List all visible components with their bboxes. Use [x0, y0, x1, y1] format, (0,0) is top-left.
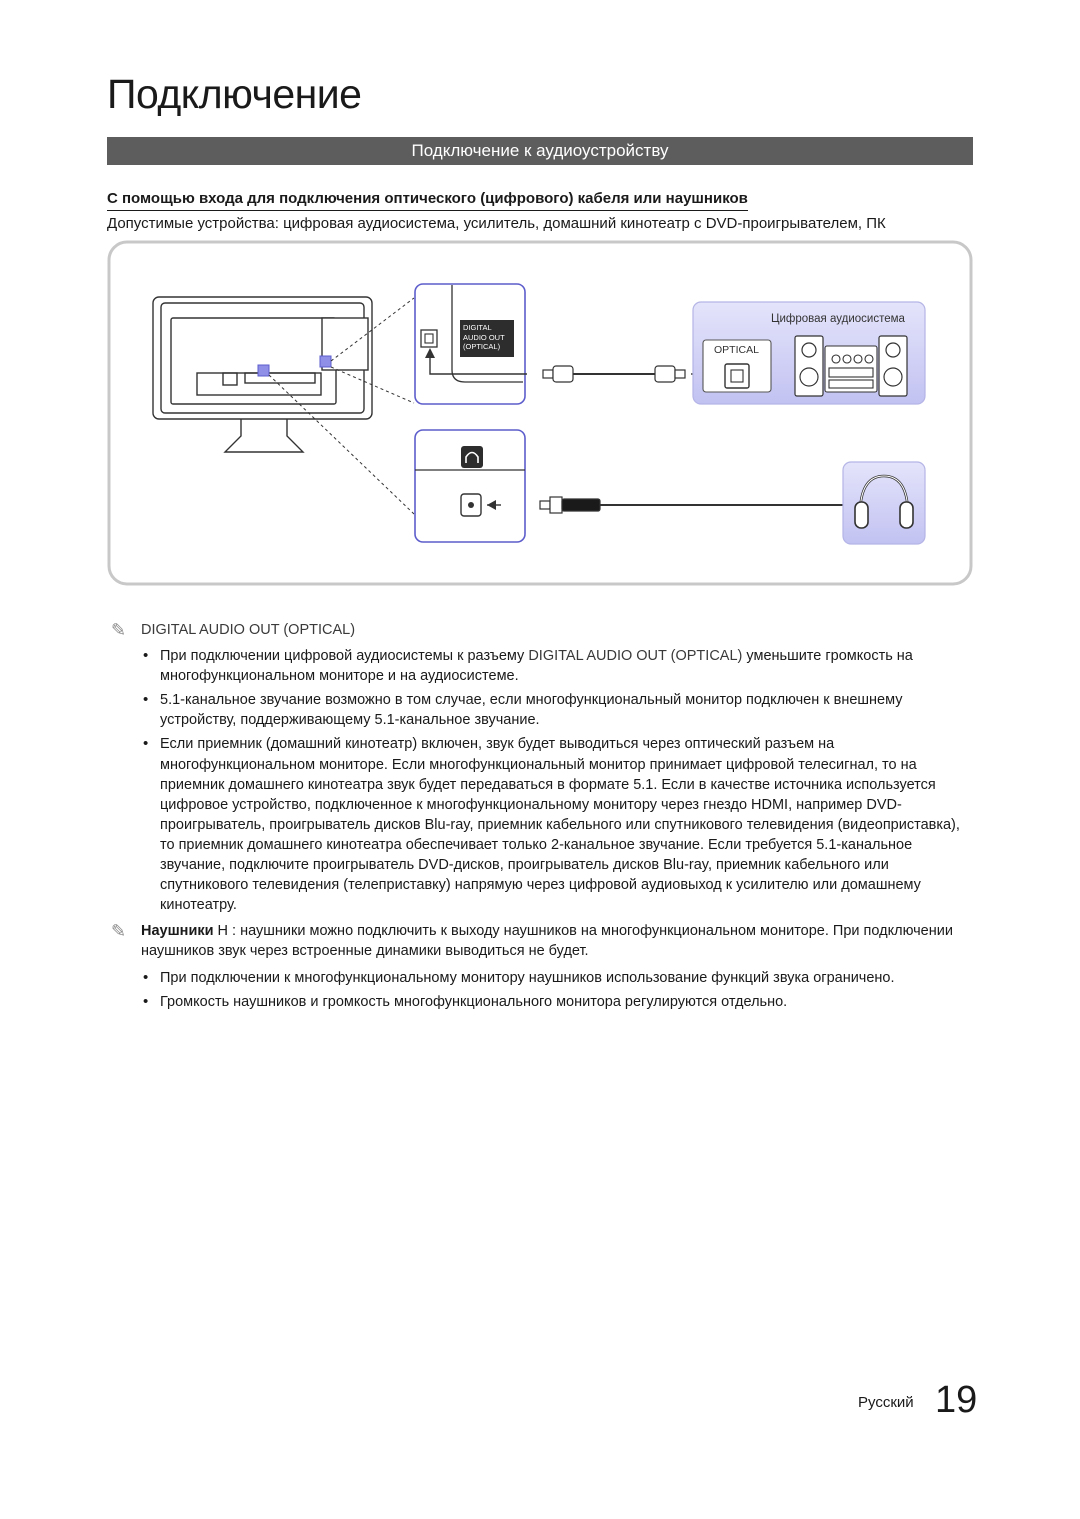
- headphones-icon: [854, 474, 914, 529]
- connection-diagram-drawing: [107, 240, 973, 586]
- page-title: Подключение: [107, 71, 362, 117]
- optical-bullet-1: При подключении цифровой аудиосистемы к …: [143, 646, 973, 686]
- note-pencil-icon: ✎: [111, 620, 127, 640]
- headphones-text: H : наушники можно подключить к выходу н…: [141, 923, 953, 960]
- headphone-port-callout: [414, 429, 526, 543]
- headphone-port-label-icon: [461, 446, 483, 468]
- port-highlight-1: [257, 364, 270, 377]
- page-number: 19: [935, 1379, 978, 1421]
- speaker-left-icon: [794, 335, 824, 397]
- intro-text: Допустимые устройства: цифровая аудиосис…: [107, 215, 886, 232]
- port-highlight-2: [319, 355, 332, 368]
- optical-bullet-3: Если приемник (домашний кинотеатр) включ…: [143, 734, 973, 915]
- monitor-back-icon: [152, 296, 373, 453]
- headphones-bullet-list: При подключении к многофункциональному м…: [107, 968, 973, 1012]
- leader-lines: [268, 297, 415, 515]
- note-optical: ✎ DIGITAL AUDIO OUT (OPTICAL): [107, 620, 973, 640]
- subheading: С помощью входа для подключения оптическ…: [107, 189, 748, 211]
- audio-system-label: Цифровая аудиосистема: [771, 313, 905, 325]
- digital-audio-out-label: [460, 320, 514, 357]
- optical-bullet-list: При подключении цифровой аудиосистемы к …: [107, 646, 973, 915]
- footer-language: Русский: [858, 1394, 914, 1411]
- headphones-panel: [842, 461, 926, 545]
- optical-cable: [542, 365, 686, 383]
- receiver-icon: [824, 345, 878, 393]
- note-headphones: ✎ Наушники H : наушники можно подключить…: [107, 921, 973, 961]
- optical-bullet-2: 5.1-канальное звучание возможно в том сл…: [143, 690, 973, 730]
- note-optical-title: DIGITAL AUDIO OUT (OPTICAL): [141, 622, 356, 638]
- headphones-bullet-1: При подключении к многофункциональному м…: [143, 968, 973, 988]
- optical-label: OPTICAL: [714, 344, 759, 356]
- headphone-cable: [539, 496, 843, 514]
- speaker-right-icon: [878, 335, 908, 397]
- digital-audio-out-text: DIGITAL AUDIO OUT (OPTICAL): [463, 323, 505, 351]
- optical-input-icon: [724, 363, 750, 389]
- note-pencil-icon: ✎: [111, 921, 127, 942]
- section-title: Подключение к аудиоустройству: [107, 137, 973, 165]
- connection-diagram: DIGITAL AUDIO OUT (OPTICAL) Цифровая ауд…: [107, 240, 973, 586]
- headphones-bullet-2: Громкость наушников и громкость многофун…: [143, 992, 973, 1012]
- notes-section: ✎ DIGITAL AUDIO OUT (OPTICAL) При подклю…: [107, 620, 973, 1018]
- headphones-title: Наушники: [141, 923, 214, 940]
